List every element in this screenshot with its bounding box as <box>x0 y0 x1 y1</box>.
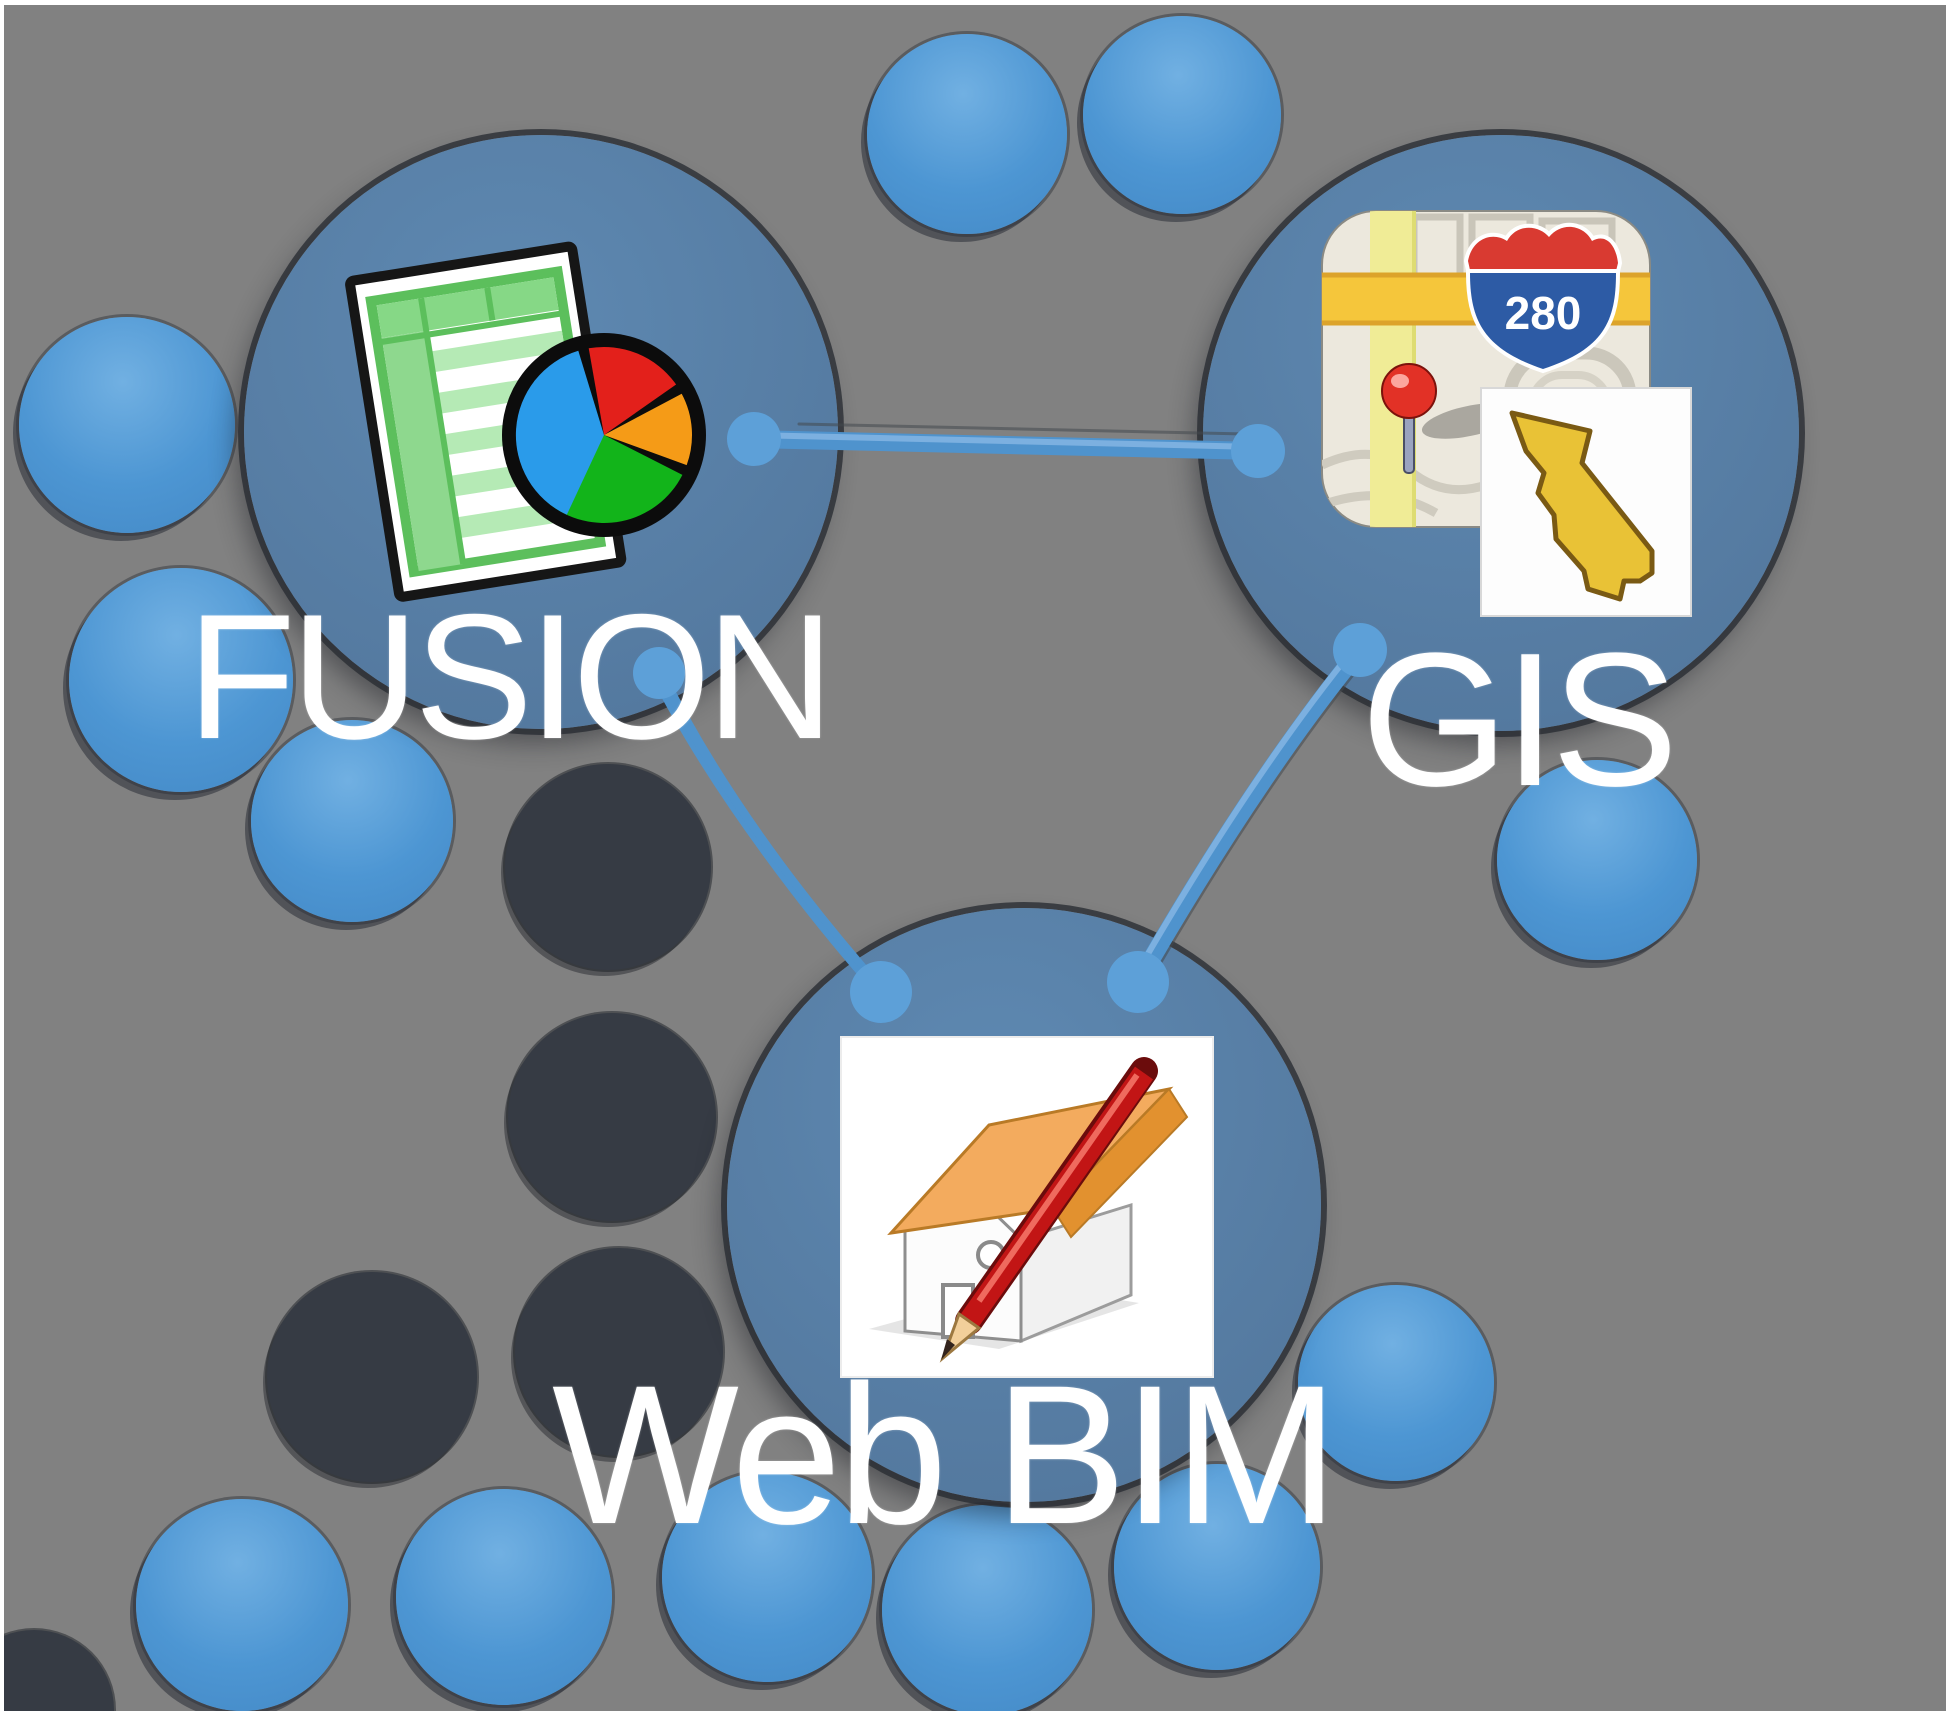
decor-blue-circle <box>1083 16 1281 214</box>
spreadsheet-pie-chart-icon <box>345 241 706 602</box>
map-california-icon: 280 <box>1321 210 1692 617</box>
decor-blue-circle <box>1114 1464 1320 1670</box>
decor-blue-circle <box>867 34 1067 234</box>
decor-dark-circle <box>515 1248 723 1456</box>
decor-blue-circle <box>69 568 293 792</box>
connector-endpoint-dot <box>633 647 685 699</box>
decor-blue-circle <box>662 1472 872 1682</box>
node-label-fusion: FUSION <box>187 577 834 776</box>
interstate-280-shield: 280 <box>1463 223 1623 374</box>
connector-endpoint-dot <box>850 961 912 1023</box>
shield-number: 280 <box>1505 287 1582 339</box>
frame-edge-top <box>0 0 1958 5</box>
edge-fusion-webbim <box>652 666 888 999</box>
house-roof-edge <box>1051 1087 1189 1239</box>
california-shape <box>1509 410 1655 602</box>
connector-endpoint-dot <box>1333 623 1387 677</box>
decor-dark-circle <box>267 1272 477 1482</box>
decor-blue-circle <box>136 1499 348 1711</box>
edge-splitline-fusion-webbim <box>645 663 873 987</box>
connector-endpoint-dot <box>727 412 781 466</box>
gray-background: 280 FUSION <box>4 5 1946 1711</box>
house-pencil-icon <box>840 1036 1214 1378</box>
california-card <box>1480 387 1692 617</box>
connectors-layer <box>633 412 1387 1023</box>
decor-blue-circle <box>251 720 453 922</box>
decor-blue-circle <box>882 1505 1092 1711</box>
edge-fusion-gis <box>745 430 1267 460</box>
decor-blue-circle <box>1497 760 1697 960</box>
frame-edge-bottom <box>0 1711 1958 1721</box>
decor-dark-circle <box>505 764 711 970</box>
connector-endpoint-dot <box>1107 951 1169 1013</box>
decor-blue-circle <box>396 1489 612 1705</box>
decor-blue-circle <box>19 317 235 533</box>
frame-edge-right <box>1946 0 1958 1721</box>
node-label-webbim: Web BIM <box>552 1344 1339 1565</box>
red-pencil-icon <box>939 1057 1158 1363</box>
decor-blue-circle <box>1298 1285 1494 1481</box>
edge-highlight-gis-webbim <box>1131 643 1359 981</box>
node-label-gis: GIS <box>1361 614 1678 826</box>
edge-highlight-fusion-gis <box>751 432 1261 450</box>
connector-endpoint-dot <box>1231 424 1285 478</box>
frame-edge-left <box>0 0 4 1721</box>
edge-shadow-fusion-gis <box>797 422 1248 436</box>
edge-shadow-gis-webbim <box>1144 654 1370 990</box>
map-pin-icon <box>1381 363 1437 474</box>
edge-gis-webbim <box>1129 641 1369 991</box>
decor-dark-circle <box>508 1013 716 1221</box>
